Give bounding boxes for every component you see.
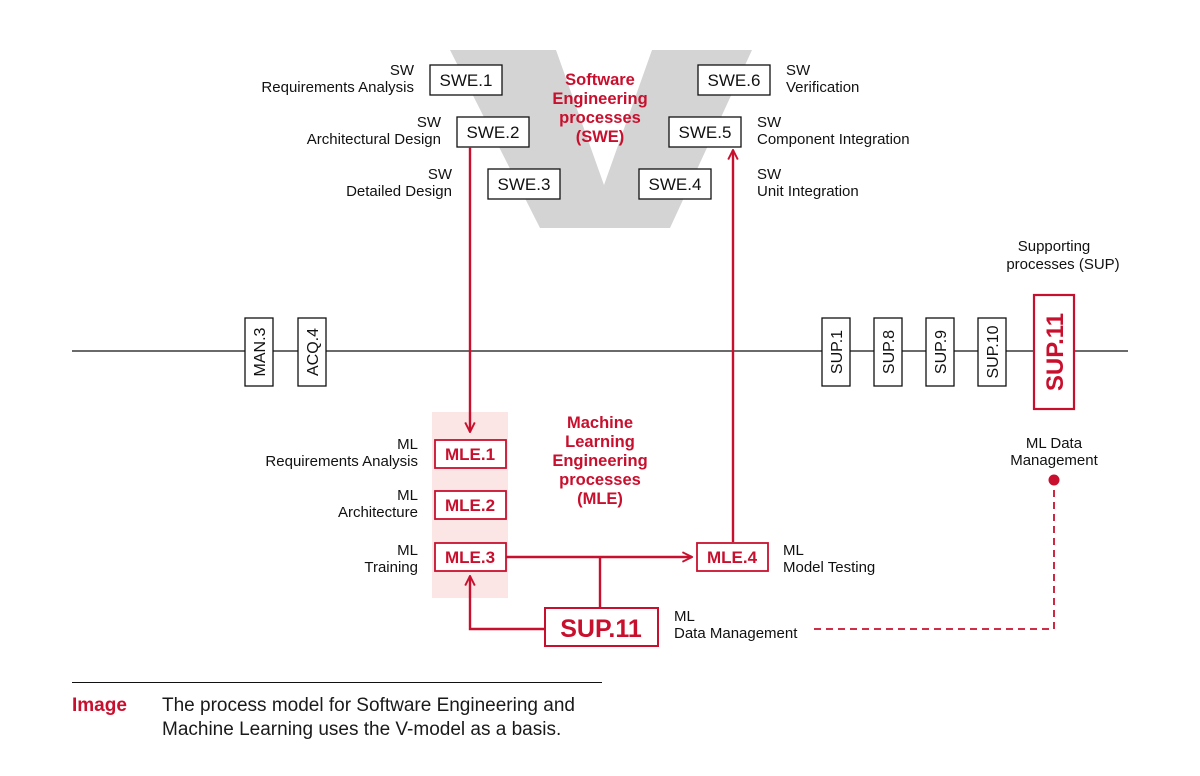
swe3-desc-line2: Detailed Design xyxy=(346,183,452,200)
swe4-desc-line1: SW xyxy=(757,166,782,183)
swe5-box-label: SWE.5 xyxy=(679,123,732,142)
swe1-desc-line1: SW xyxy=(390,62,415,79)
mle3-box[interactable] xyxy=(434,542,507,572)
swe5-desc-line2: Component Integration xyxy=(757,131,910,148)
swe6-desc-line1: SW xyxy=(786,62,811,79)
sup9-box[interactable] xyxy=(925,317,955,387)
process-model-diagram: SWE.1 SWE.2 SWE.3 SWE.4 SWE.5 SWE.6 SW R… xyxy=(72,50,1128,647)
mle4-desc-line1: ML xyxy=(783,542,804,559)
dashed-sup11-link xyxy=(814,482,1055,630)
mle1-desc-line2: Requirements Analysis xyxy=(265,453,418,470)
man3-box-label: MAN.3 xyxy=(252,327,269,376)
man3-box[interactable] xyxy=(244,317,274,387)
swe1-desc-line2: Requirements Analysis xyxy=(261,79,414,96)
sup11-mle-desc-line1: ML xyxy=(674,608,695,625)
swe6-box-label: SWE.6 xyxy=(708,71,761,90)
caption-divider xyxy=(72,682,602,683)
swe4-desc-line2: Unit Integration xyxy=(757,183,859,200)
swe5-desc-line1: SW xyxy=(757,114,782,131)
sup9-box-label: SUP.9 xyxy=(933,330,950,374)
swe4-box-label: SWE.4 xyxy=(649,175,702,194)
mle3-box-label: MLE.3 xyxy=(445,548,495,567)
sup1-box-label: SUP.1 xyxy=(829,330,846,374)
sup10-box[interactable] xyxy=(977,317,1007,387)
sup11-axis-desc-line1: ML Data xyxy=(1026,435,1083,452)
mle-heading-line1: Machine xyxy=(567,414,633,432)
mle4-box-label: MLE.4 xyxy=(707,548,758,567)
swe3-box-label: SWE.3 xyxy=(498,175,551,194)
acq4-box[interactable] xyxy=(297,317,327,387)
sup11-mle-box[interactable] xyxy=(544,607,659,647)
acq4-box-label: ACQ.4 xyxy=(305,328,322,376)
swe-heading-line3: processes xyxy=(559,109,641,127)
swe2-desc-line2: Architectural Design xyxy=(307,131,441,148)
mle2-box-label: MLE.2 xyxy=(445,496,495,515)
sup1-box[interactable] xyxy=(821,317,851,387)
mle-heading-line5: (MLE) xyxy=(577,490,623,508)
sup11-link-dot xyxy=(1048,474,1060,486)
swe2-box[interactable] xyxy=(456,116,530,148)
sup11-axis-box[interactable] xyxy=(1032,293,1076,411)
mle2-desc-line2: Architecture xyxy=(338,504,418,521)
sup-heading-line1: Supporting xyxy=(1018,238,1091,255)
mle4-box[interactable] xyxy=(696,542,769,572)
mle3-desc-line2: Training xyxy=(364,559,418,576)
swe1-box[interactable] xyxy=(429,64,503,96)
arrow-sup11-to-mle3 xyxy=(470,576,545,631)
mle2-desc-line1: ML xyxy=(397,487,418,504)
sup10-box-label: SUP.10 xyxy=(985,325,1002,378)
sup-heading-line2: processes (SUP) xyxy=(1006,256,1119,273)
swe-heading-line4: (SWE) xyxy=(576,128,625,146)
mle1-box-label: MLE.1 xyxy=(445,445,495,464)
swe5-box[interactable] xyxy=(668,116,742,148)
sup8-box[interactable] xyxy=(873,317,903,387)
swe3-desc-line1: SW xyxy=(428,166,453,183)
swe6-desc-line2: Verification xyxy=(786,79,859,96)
mle4-desc-line2: Model Testing xyxy=(783,559,875,576)
swe6-box[interactable] xyxy=(697,64,771,96)
swe-heading-line1: Software xyxy=(565,71,635,89)
caption-text: The process model for Software Engineeri… xyxy=(162,695,575,740)
swe4-box[interactable] xyxy=(638,168,712,200)
swe3-box[interactable] xyxy=(487,168,561,200)
sup11-mle-box-label: SUP.11 xyxy=(560,615,642,643)
mle3-desc-line1: ML xyxy=(397,542,418,559)
mle1-desc-line1: ML xyxy=(397,436,418,453)
sup11-axis-desc-line2: Management xyxy=(1010,452,1098,469)
sup11-mle-desc-line2: Data Management xyxy=(674,625,798,642)
mle-heading-line2: Learning xyxy=(565,433,635,451)
mle1-box[interactable] xyxy=(434,439,507,469)
sup11-axis-box-label: SUP.11 xyxy=(1042,313,1069,391)
swe-heading-line2: Engineering xyxy=(552,90,647,108)
swe1-box-label: SWE.1 xyxy=(440,71,493,90)
caption-label: Image xyxy=(72,695,127,716)
mle-heading-line3: Engineering xyxy=(552,452,647,470)
mle2-box[interactable] xyxy=(434,490,507,520)
sup8-box-label: SUP.8 xyxy=(881,330,898,374)
swe2-box-label: SWE.2 xyxy=(467,123,520,142)
swe2-desc-line1: SW xyxy=(417,114,442,131)
mle-heading-line4: processes xyxy=(559,471,641,489)
